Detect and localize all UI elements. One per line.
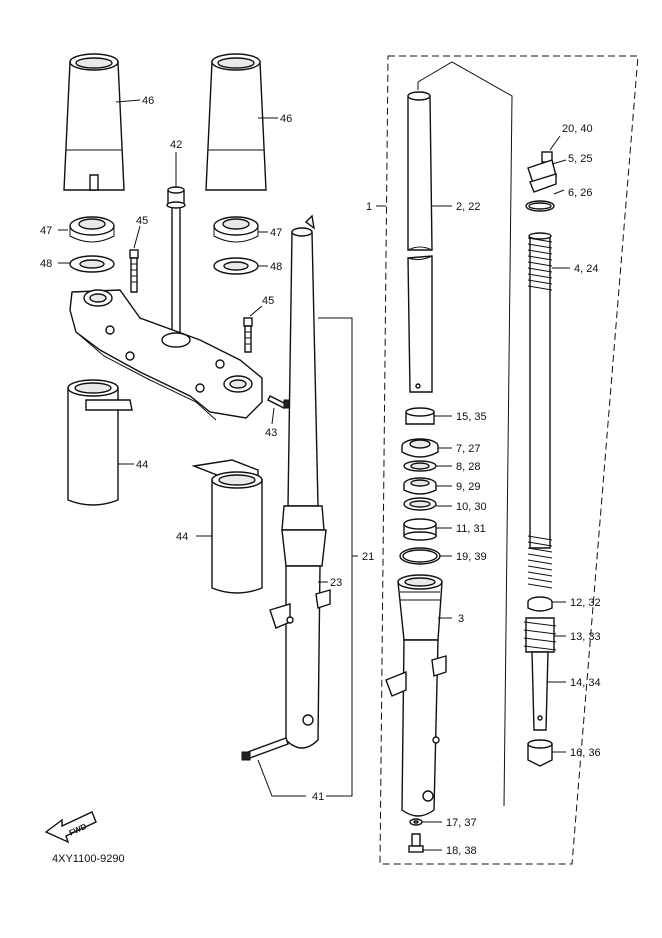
part-7-27[interactable] [401,438,439,458]
label-23: 23 [330,577,342,589]
fwd-arrow-icon: FWD [44,811,97,844]
label-5-25: 5, 25 [568,153,592,165]
part-10-30[interactable] [403,497,437,511]
label-3: 3 [458,613,464,625]
label-4-24: 4, 24 [574,263,598,275]
label-7-27: 7, 27 [456,443,480,455]
label-45-left: 45 [136,215,148,227]
lower-cover-44-right[interactable] [191,459,263,594]
label-9-29: 9, 29 [456,481,480,493]
seal-47-right[interactable] [213,216,259,243]
bolt-43[interactable] [267,395,291,409]
label-44-right: 44 [176,531,188,543]
label-47-left: 47 [40,225,52,237]
label-21: 21 [362,551,374,563]
bolt-45-left[interactable] [129,249,139,293]
fork-cover-right[interactable] [205,53,267,191]
label-46-left: 46 [142,95,154,107]
inner-tube[interactable] [407,91,433,393]
label-11-31: 11, 31 [456,523,486,535]
label-48-left: 48 [40,258,52,270]
part-16-36[interactable] [527,739,553,767]
label-1: 1 [366,201,372,213]
o-ring-6-26[interactable] [525,200,555,212]
label-45-right: 45 [262,295,274,307]
label-43: 43 [265,427,277,439]
seal-47-left[interactable] [69,216,115,243]
part-18-38[interactable] [408,833,424,853]
lower-cover-44-left[interactable] [67,379,133,506]
label-13-33: 13, 33 [570,631,601,643]
label-18-38: 18, 38 [446,845,477,857]
label-10-30: 10, 30 [456,501,487,513]
label-15-35: 15, 35 [456,411,487,423]
label-19-39: 19, 39 [456,551,487,563]
seal-48-right[interactable] [213,257,259,275]
label-46-right: 46 [280,113,292,125]
part-12-32[interactable] [527,596,553,612]
label-47-right: 47 [270,227,282,239]
label-12-32: 12, 32 [570,597,601,609]
part-11-31[interactable] [403,518,437,541]
assembled-fork-left[interactable] [269,214,331,749]
cap-bolt-5-25[interactable] [527,159,557,193]
fork-cover-left[interactable] [63,53,125,191]
part-9-29[interactable] [403,477,437,495]
part-17-37[interactable] [409,818,423,826]
outer-tube[interactable] [385,574,447,817]
bolt-45-right[interactable] [243,317,253,353]
steering-stem[interactable] [166,186,186,341]
under-bracket[interactable] [69,289,263,421]
rebound-spring-13-33[interactable] [523,617,557,653]
drawing-code: 4XY1100-9290 [52,853,125,865]
label-44-left: 44 [136,459,148,471]
bolt-41[interactable] [241,737,289,761]
fork-spring[interactable] [527,232,553,589]
part-8-28[interactable] [403,460,437,472]
part-19-39[interactable] [399,547,441,565]
label-17-37: 17, 37 [446,817,477,829]
label-8-28: 8, 28 [456,461,480,473]
label-41: 41 [312,791,324,803]
label-2-22: 2, 22 [456,201,480,213]
label-42: 42 [170,139,182,151]
label-16-36: 16, 36 [570,747,601,759]
seal-48-left[interactable] [69,255,115,273]
label-6-26: 6, 26 [568,187,592,199]
label-20-40: 20, 40 [562,123,593,135]
part-15-35[interactable] [405,407,435,425]
label-14-34: 14, 34 [570,677,601,689]
label-48-right: 48 [270,261,282,273]
damper-rod-14-34[interactable] [531,651,549,731]
